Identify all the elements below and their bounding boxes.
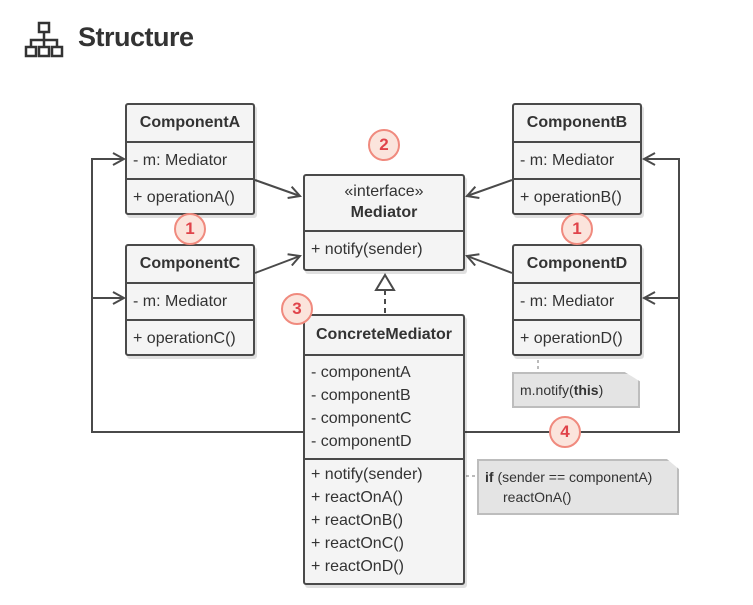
concrete-field: - componentC — [311, 410, 412, 427]
step-badge-3: 3 — [281, 293, 313, 325]
component-c-method: + operationC() — [133, 330, 236, 347]
component-b-field: - m: Mediator — [520, 152, 615, 169]
note-keyword: if — [485, 469, 494, 485]
concrete-method: + reactOnA() — [311, 489, 404, 506]
component-b-method: + operationB() — [520, 189, 622, 206]
step-badge-4: 4 — [549, 416, 581, 448]
component-c-field: - m: Mediator — [133, 293, 228, 310]
hierarchy-icon — [24, 21, 64, 58]
concrete-field: - componentB — [311, 387, 411, 404]
component-a-field: - m: Mediator — [133, 152, 228, 169]
note-keyword: this — [573, 382, 599, 398]
step-badge-1: 1 — [174, 213, 206, 245]
note-text: m.notify( — [520, 382, 574, 398]
notify-impl-note: if (sender == componentA) reactOnA() — [477, 459, 679, 515]
note-text: reactOnA() — [503, 489, 572, 505]
concrete-method: + reactOnD() — [311, 558, 404, 575]
concrete-mediator-class[interactable]: ConcreteMediator - componentA - componen… — [303, 314, 465, 585]
component-d-class[interactable]: ComponentD - m: Mediator + operationD() — [512, 244, 642, 356]
component-a-name: ComponentA — [139, 114, 241, 131]
mediator-name: Mediator — [350, 204, 418, 221]
concrete-method: + reactOnB() — [311, 512, 404, 529]
concrete-field: - componentD — [311, 433, 412, 450]
concrete-method: + reactOnC() — [311, 535, 404, 552]
note-text: ) — [598, 382, 604, 398]
concrete-method: + notify(sender) — [311, 466, 423, 483]
mediator-interface[interactable]: «interface» Mediator + notify(sender) — [303, 174, 465, 271]
component-a-class[interactable]: ComponentA - m: Mediator + operationA() — [125, 103, 255, 215]
mediator-method: + notify(sender) — [311, 241, 423, 258]
concrete-mediator-name: ConcreteMediator — [315, 326, 453, 343]
component-d-name: ComponentD — [526, 255, 628, 272]
component-b-name: ComponentB — [526, 114, 628, 131]
step-badge-1: 1 — [561, 213, 593, 245]
component-d-field: - m: Mediator — [520, 293, 615, 310]
page-title: Structure — [78, 22, 194, 52]
notify-call-note: m.notify(this) — [512, 372, 640, 408]
component-a-method: + operationA() — [133, 189, 235, 206]
component-c-name: ComponentC — [139, 255, 241, 272]
component-d-method: + operationD() — [520, 330, 623, 347]
component-c-class[interactable]: ComponentC - m: Mediator + operationC() — [125, 244, 255, 356]
note-text: (sender == componentA) — [493, 469, 653, 485]
mediator-stereotype: «interface» — [344, 183, 424, 200]
step-badge-2: 2 — [368, 129, 400, 161]
component-b-class[interactable]: ComponentB - m: Mediator + operationB() — [512, 103, 642, 215]
concrete-field: - componentA — [311, 364, 411, 381]
